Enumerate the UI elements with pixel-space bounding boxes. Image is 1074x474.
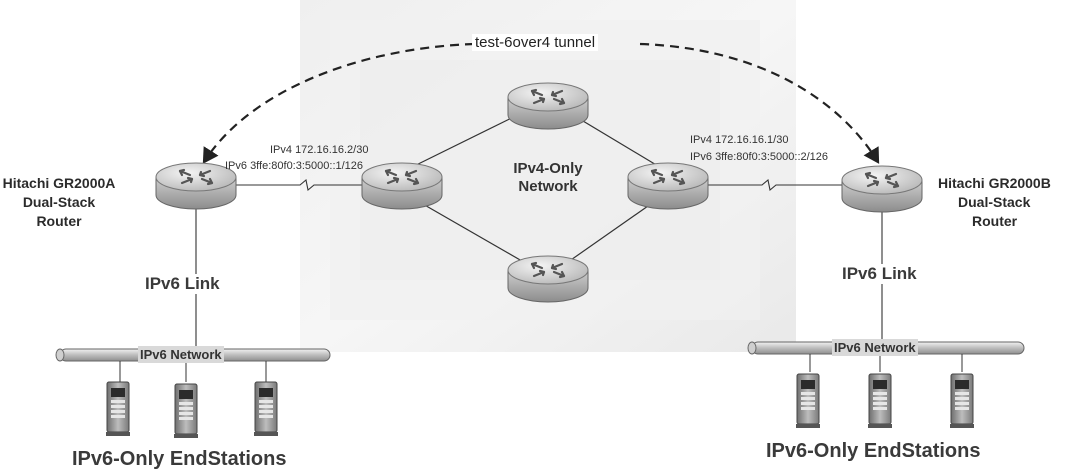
- router-a-ipv4-address: IPv4 172.16.16.2/30: [270, 144, 369, 156]
- router-ipv4-right: [626, 161, 710, 211]
- router-a-ipv6-address: IPv6 3ffe:80f0:3:5000::1/126: [225, 160, 364, 172]
- end-station-right-1: [795, 373, 821, 429]
- left-ipv6-link-label: IPv6 Link: [145, 274, 220, 294]
- tunnel-label: test-6over4 tunnel: [472, 34, 599, 51]
- router-b-ipv4-address: IPv4 172.16.16.1/30: [690, 134, 789, 146]
- router-ipv4-bottom: [506, 254, 590, 304]
- router-a-name: Hitachi GR2000A Dual-Stack Router: [0, 174, 118, 231]
- router-a-name-line3: Router: [36, 213, 82, 229]
- end-station-left-2: [173, 383, 199, 439]
- tunnel-arc: [202, 42, 880, 164]
- left-end-stations-label: IPv6-Only EndStations: [72, 448, 287, 470]
- router-a-name-line2: Dual-Stack: [22, 194, 96, 210]
- right-end-stations-label: IPv6-Only EndStations: [766, 440, 981, 462]
- router-b-name: Hitachi GR2000B Dual-Stack Router: [938, 174, 1074, 231]
- right-ipv6-network-label: IPv6 Network: [832, 339, 918, 356]
- core-label-line1: IPv4-Only: [513, 160, 583, 177]
- end-station-left-3: [253, 381, 279, 437]
- end-station-right-3: [949, 373, 975, 429]
- router-ipv4-top: [506, 81, 590, 131]
- core-label-line2: Network: [518, 178, 578, 195]
- end-station-left-1: [105, 381, 131, 437]
- right-ipv6-link-label: IPv6 Link: [842, 264, 917, 284]
- router-b-name-line3: Router: [972, 213, 1018, 229]
- router-gr2000a: [154, 161, 238, 211]
- router-a-name-line1: Hitachi GR2000A: [2, 175, 116, 191]
- router-ipv4-left: [360, 161, 444, 211]
- left-ipv6-network-label: IPv6 Network: [138, 346, 224, 363]
- router-b-name-line2: Dual-Stack: [958, 194, 1031, 210]
- router-b-ipv6-address: IPv6 3ffe:80f0:3:5000::2/126: [690, 151, 829, 163]
- serial-links: [224, 178, 842, 192]
- router-gr2000b: [840, 164, 924, 214]
- router-b-name-line1: Hitachi GR2000B: [938, 175, 1051, 191]
- ipv4-only-network-label: IPv4-Only Network: [500, 160, 596, 196]
- end-station-right-2: [867, 373, 893, 429]
